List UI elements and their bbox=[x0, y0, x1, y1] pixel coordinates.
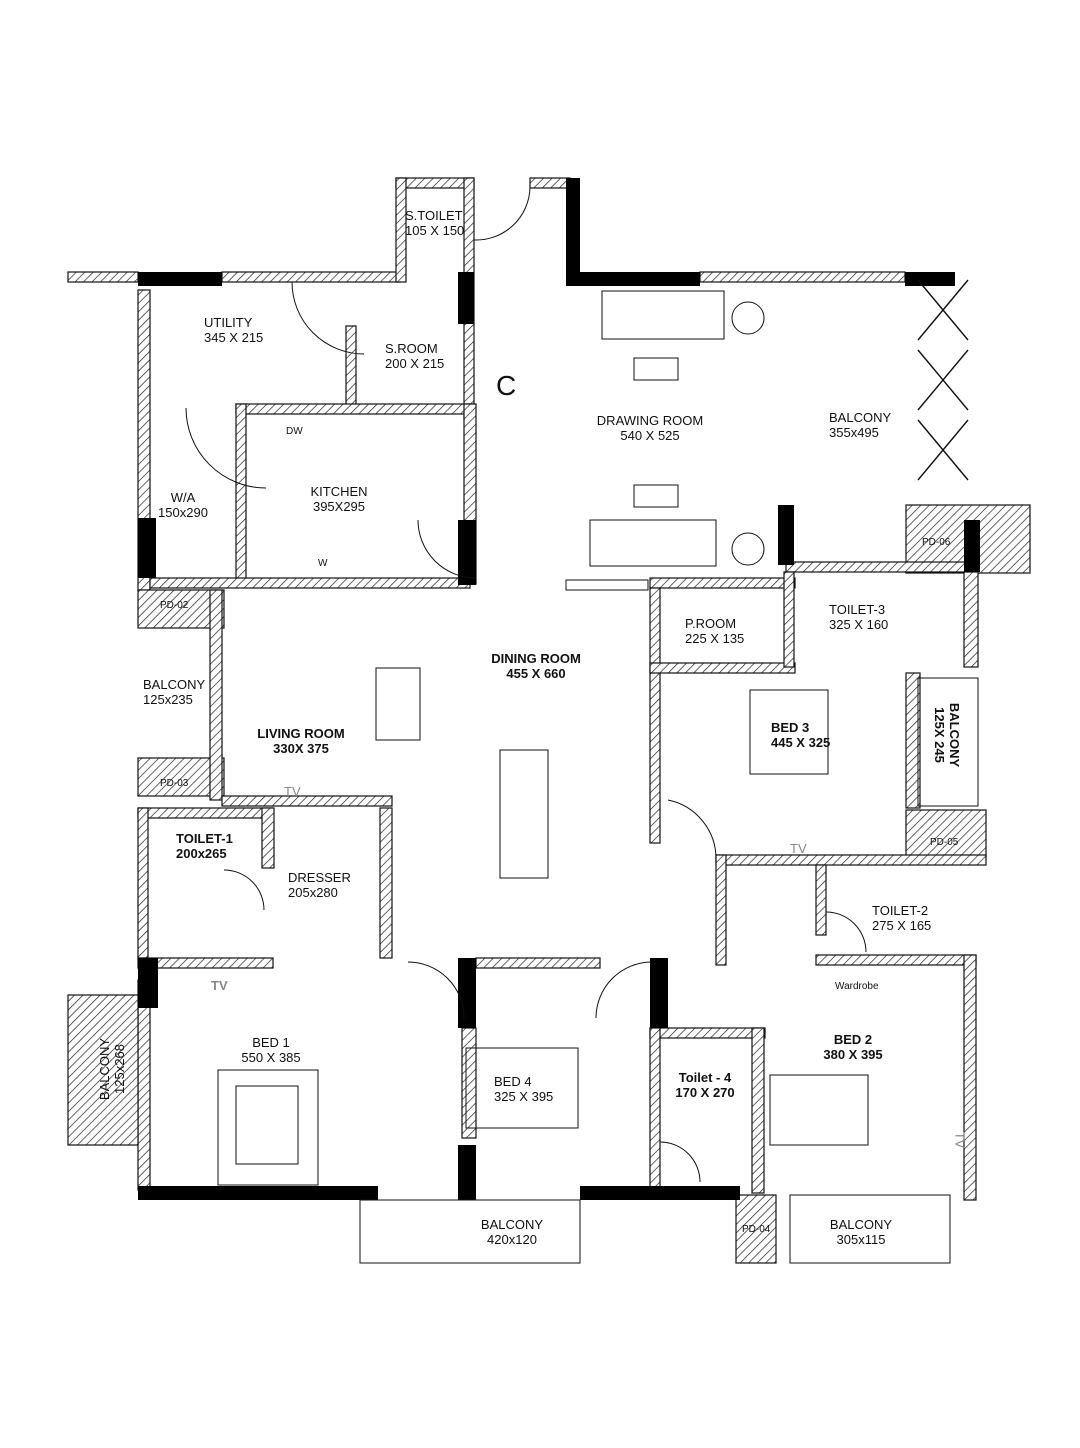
duct-label: PD-05 bbox=[930, 837, 959, 848]
room-name: Toilet - 4 bbox=[678, 1070, 732, 1085]
fixtures-and-doors bbox=[68, 187, 979, 1264]
room-size: 200x265 bbox=[176, 846, 227, 861]
room-size: 395X295 bbox=[312, 499, 366, 514]
room-name: W/A bbox=[170, 490, 196, 505]
room-name: BALCONY bbox=[97, 1037, 112, 1101]
room-size: 225 X 135 bbox=[685, 631, 745, 646]
duct-label: PD-02 bbox=[160, 600, 189, 611]
room-name: S.TOILET bbox=[405, 208, 463, 223]
duct-label: PD-03 bbox=[160, 778, 189, 789]
room-name: BALCONY bbox=[480, 1217, 544, 1232]
duct-label: PD-06 bbox=[922, 537, 951, 548]
room-size: 455 X 660 bbox=[506, 666, 566, 681]
room-size: 550 X 385 bbox=[241, 1050, 301, 1065]
duct-label: PD-04 bbox=[742, 1224, 771, 1235]
room-size: 330X 375 bbox=[273, 741, 329, 756]
room-size: 380 X 395 bbox=[823, 1047, 883, 1062]
room-size: 325 X 160 bbox=[829, 617, 889, 632]
room-name: DINING ROOM bbox=[491, 651, 581, 666]
room-size: 200 X 215 bbox=[385, 356, 445, 371]
room-size: 305x115 bbox=[836, 1232, 886, 1247]
room-name: TOILET-1 bbox=[176, 831, 233, 846]
room-size: 355x495 bbox=[829, 425, 879, 440]
room-name: BED 1 bbox=[252, 1035, 290, 1050]
room-size: 125x268 bbox=[112, 1044, 127, 1094]
room-size: 205x280 bbox=[288, 885, 338, 900]
wardrobe-label: Wardrobe bbox=[835, 981, 879, 992]
core-label: C bbox=[496, 370, 517, 401]
tv-label: TV bbox=[952, 1131, 968, 1149]
room-size: 150x290 bbox=[158, 505, 208, 520]
room-size: 445 X 325 bbox=[771, 735, 831, 750]
room-name: UTILITY bbox=[204, 315, 253, 330]
room-size: 275 X 165 bbox=[872, 918, 932, 933]
room-name: P.ROOM bbox=[685, 616, 737, 631]
room-size: 170 X 270 bbox=[675, 1085, 735, 1100]
room-name: TOILET-2 bbox=[872, 903, 929, 918]
dishwasher-label: DW bbox=[286, 426, 303, 437]
room-size: 420x120 bbox=[487, 1232, 537, 1247]
room-size: 125X 245 bbox=[932, 707, 947, 763]
tv-label: TV bbox=[790, 841, 807, 856]
room-size: 125x235 bbox=[143, 692, 193, 707]
room-name: S.ROOM bbox=[385, 341, 438, 356]
room-size: 540 X 525 bbox=[620, 428, 680, 443]
planters bbox=[917, 279, 969, 481]
room-name: TOILET-3 bbox=[829, 602, 886, 617]
room-name: BALCONY bbox=[829, 410, 892, 425]
room-name: BED 4 bbox=[494, 1074, 532, 1089]
room-name: BALCONY bbox=[143, 677, 206, 692]
room-name: BED 2 bbox=[833, 1032, 873, 1047]
room-name: BALCONY bbox=[829, 1217, 893, 1232]
tv-label: TV bbox=[211, 978, 228, 993]
room-name: DRESSER bbox=[288, 870, 351, 885]
room-name: LIVING ROOM bbox=[257, 726, 345, 741]
tv-label: TV bbox=[284, 784, 301, 799]
room-size: 325 X 395 bbox=[494, 1089, 554, 1104]
solid-walls bbox=[138, 178, 980, 1200]
room-name: BALCONY bbox=[947, 702, 962, 768]
room-name: BED 3 bbox=[771, 720, 810, 735]
room-name: DRAWING ROOM bbox=[596, 413, 704, 428]
washer-label: W bbox=[318, 558, 328, 569]
room-size: 105 X 150 bbox=[405, 223, 465, 238]
room-size: 345 X 215 bbox=[204, 330, 264, 345]
room-name: KITCHEN bbox=[310, 484, 368, 499]
